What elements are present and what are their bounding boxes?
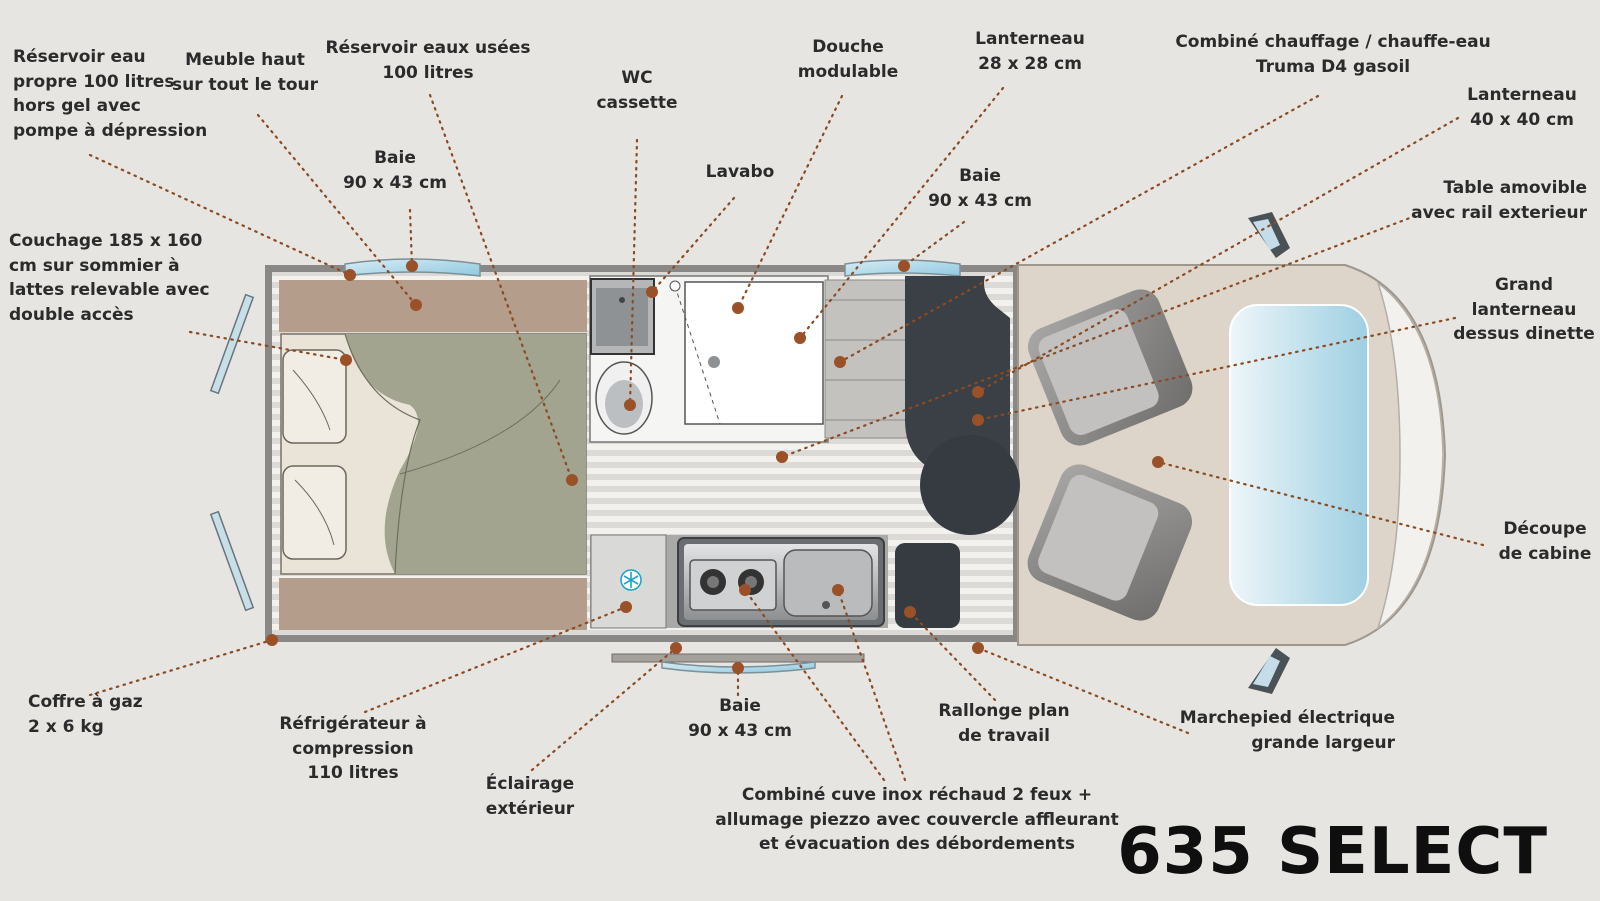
leader-lines bbox=[88, 86, 1485, 782]
bed-area bbox=[279, 280, 587, 630]
sink-icon bbox=[783, 549, 873, 617]
snowflake-icon bbox=[620, 569, 642, 591]
wing-mirrors bbox=[1248, 212, 1290, 694]
label-combine-cuve: Combiné cuve inox réchaud 2 feux +alluma… bbox=[715, 785, 1119, 854]
bathroom bbox=[589, 275, 908, 443]
shower-drain-icon bbox=[708, 356, 720, 368]
label-lavabo: Lavabo bbox=[705, 162, 775, 182]
cabin-seats bbox=[1027, 289, 1193, 621]
model-title: 635 SELECT bbox=[1117, 815, 1548, 889]
leader-dots bbox=[266, 260, 1164, 674]
roof-hatch-large bbox=[1229, 304, 1369, 606]
rear-doors bbox=[209, 293, 255, 612]
wc-icon bbox=[619, 297, 625, 303]
dinette-bench bbox=[895, 276, 1020, 628]
